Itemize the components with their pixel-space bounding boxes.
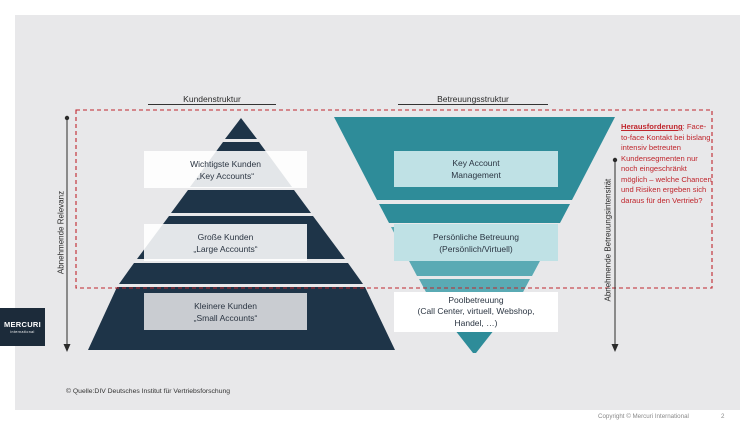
left-pyramid-tier-5 — [119, 263, 363, 284]
source-note: © Quelle:DIV Deutsches Institut für Vert… — [66, 388, 231, 395]
highlight-dashed-box — [75, 109, 713, 289]
right-level-key-account-management: Key Account Management — [394, 151, 558, 187]
right-level-poolbetreuung: Poolbetreuung (Call Center, virtuell, We… — [394, 292, 558, 332]
footer-copyright: Copyright © Mercuri International — [598, 413, 689, 420]
right-pyramid-tier-2 — [379, 204, 570, 223]
right-level-persoenliche-betreuung: Persönliche Betreuung (Persönlich/Virtue… — [394, 224, 558, 261]
left-level-large-accounts: Große Kunden „Large Accounts“ — [144, 224, 307, 261]
mercuri-logo: MERCURI international — [0, 308, 45, 346]
left-pyramid-tier-1 — [225, 118, 257, 139]
left-axis-arrowhead — [63, 344, 71, 352]
header-betreuungsstruktur-underline — [398, 104, 548, 105]
callout-text: : Face-to-face Kontakt bei bislang inten… — [621, 122, 712, 205]
header-kundenstruktur: Kundenstruktur — [183, 94, 241, 104]
left-level-key-accounts: Wichtigste Kunden „Key Accounts“ — [144, 151, 307, 188]
header-betreuungsstruktur: Betreuungsstruktur — [437, 94, 509, 104]
challenge-callout: Herausforderung: Face-to-face Kontakt be… — [621, 122, 713, 206]
axis-label-relevanz: Abnehmende Relevanz — [56, 190, 66, 275]
left-level-small-accounts: Kleinere Kunden „Small Accounts“ — [144, 293, 307, 330]
right-axis-arrowhead — [611, 344, 619, 352]
right-axis-dot — [612, 157, 618, 163]
header-kundenstruktur-underline — [148, 104, 276, 105]
footer-page-number: 2 — [721, 413, 725, 420]
callout-title: Herausforderung — [621, 122, 683, 131]
right-pyramid-tier-4 — [419, 279, 530, 294]
left-pyramid-tier-3 — [171, 190, 311, 213]
axis-label-betreuungsintensitaet: Abnehmende Betreuungsintensität — [603, 178, 613, 302]
left-axis-dot — [64, 115, 70, 121]
logo-brand: MERCURI — [3, 320, 42, 329]
logo-subtitle: international — [10, 330, 35, 334]
